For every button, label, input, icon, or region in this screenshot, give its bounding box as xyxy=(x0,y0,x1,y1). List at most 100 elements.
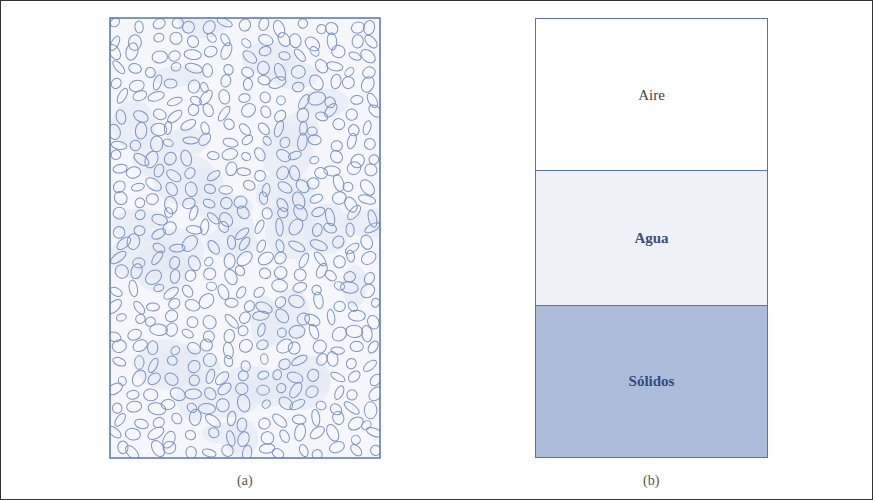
soil-grain xyxy=(165,108,184,126)
soil-grain xyxy=(315,400,327,411)
soil-grain xyxy=(278,51,291,62)
soil-grain xyxy=(258,191,268,205)
soil-grain xyxy=(340,74,357,91)
soil-grain xyxy=(326,60,344,72)
soil-grain xyxy=(287,293,306,310)
soil-grain xyxy=(331,410,346,426)
soil-grain xyxy=(223,329,235,344)
soil-grain xyxy=(169,345,181,357)
soil-grain xyxy=(201,102,215,119)
soil-grain xyxy=(333,301,345,312)
soil-grain xyxy=(237,235,252,252)
soil-grain xyxy=(142,149,161,170)
soil-grain xyxy=(163,370,181,388)
panel-label: (b) xyxy=(643,473,659,489)
soil-grain xyxy=(110,42,123,61)
soil-grain xyxy=(168,255,181,270)
soil-grain xyxy=(257,18,270,32)
soil-grain xyxy=(203,183,217,195)
soil-grain xyxy=(125,166,141,180)
soil-grain xyxy=(202,63,213,77)
soil-grain xyxy=(185,389,202,400)
soil-grain xyxy=(144,316,156,328)
soil-grain xyxy=(277,328,287,338)
soil-grain xyxy=(357,177,377,198)
soil-grain xyxy=(310,337,329,356)
soil-grain xyxy=(327,32,338,50)
soil-grain xyxy=(183,137,199,145)
soil-grain xyxy=(261,135,272,147)
soil-grain xyxy=(241,48,259,65)
soil-grain xyxy=(366,339,380,355)
soil-grain xyxy=(345,203,363,222)
soil-grain xyxy=(207,426,221,440)
soil-grain xyxy=(331,140,343,151)
soil-grain xyxy=(311,409,321,427)
soil-grain xyxy=(311,448,324,458)
soil-grain xyxy=(363,137,378,152)
soil-grain xyxy=(217,88,231,105)
soil-grain xyxy=(187,103,201,117)
soil-grain xyxy=(129,262,144,280)
soil-grain xyxy=(131,182,146,192)
soil-grain xyxy=(350,434,363,447)
soil-grain xyxy=(110,285,124,298)
soil-grain xyxy=(179,117,197,132)
soil-grain xyxy=(164,121,173,135)
soil-grain xyxy=(296,108,309,123)
soil-grain xyxy=(202,198,216,210)
soil-grain xyxy=(150,249,165,266)
soil-grain xyxy=(332,118,346,131)
soil-grain xyxy=(257,370,270,381)
soil-grain xyxy=(134,21,143,34)
soil-grain xyxy=(347,123,361,137)
soil-grain xyxy=(349,442,364,457)
soil-grain xyxy=(206,281,217,291)
soil-grain xyxy=(262,207,273,219)
soil-grain xyxy=(256,322,266,337)
soil-grain xyxy=(163,195,179,215)
soil-grain xyxy=(196,131,213,148)
soil-grain xyxy=(219,41,235,61)
soil-grain xyxy=(254,170,266,182)
soil-grain xyxy=(164,207,174,218)
soil-grain xyxy=(152,51,168,64)
soil-grain xyxy=(275,239,286,253)
soil-grain xyxy=(187,79,201,95)
soil-grain xyxy=(124,41,140,61)
soil-grain xyxy=(287,341,302,356)
soil-grain xyxy=(364,402,377,419)
soil-grain xyxy=(200,219,210,236)
soil-grain xyxy=(350,95,363,105)
soil-grain xyxy=(255,338,269,351)
soil-grain xyxy=(237,122,252,137)
soil-grain xyxy=(169,269,181,284)
soil-grain xyxy=(273,119,286,138)
soil-grain xyxy=(366,384,380,403)
soil-grain xyxy=(237,418,248,433)
soil-grain xyxy=(134,313,147,325)
soil-grain xyxy=(258,267,272,280)
soil-grain xyxy=(306,368,320,383)
soil-grain xyxy=(272,250,288,266)
soil-grain xyxy=(286,370,305,385)
soil-grain xyxy=(189,409,202,426)
soil-grain xyxy=(146,303,159,311)
soil-grain xyxy=(367,103,380,120)
soil-grain xyxy=(224,161,238,177)
soil-grain xyxy=(313,291,325,309)
soil-grain xyxy=(164,167,183,184)
soil-grain xyxy=(112,189,130,207)
soil-grain xyxy=(330,234,346,250)
soil-grain xyxy=(361,65,377,80)
soil-grain xyxy=(288,33,303,49)
soil-grain xyxy=(149,438,168,458)
soil-grain xyxy=(296,132,308,151)
soil-grain xyxy=(160,219,179,238)
soil-grain xyxy=(216,381,234,398)
soil-grain xyxy=(322,221,338,234)
soil-grain xyxy=(126,233,141,250)
soil-grain xyxy=(111,338,128,354)
soil-grain xyxy=(273,295,288,310)
soil-grain xyxy=(240,37,253,50)
